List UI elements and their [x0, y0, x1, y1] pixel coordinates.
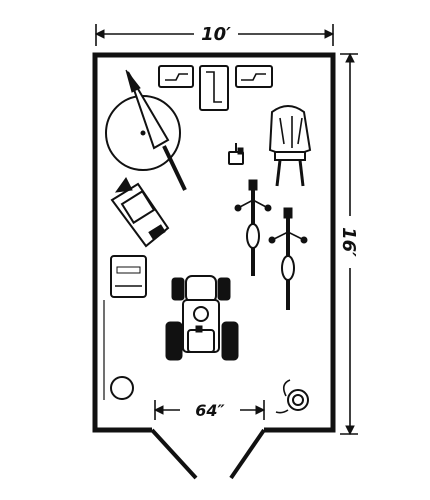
garden-tractor-icon	[165, 275, 239, 361]
bucket-icon	[110, 376, 134, 400]
wheelbarrow-icon	[110, 177, 170, 248]
hose-reel-icon	[275, 379, 309, 414]
storage-bin-icon	[110, 255, 147, 298]
width-dimension: 10′	[94, 24, 335, 46]
shelf-bracket-icon	[158, 65, 273, 111]
depth-dimension: 16′	[338, 52, 359, 436]
umbrella-icon	[105, 69, 187, 191]
leaf-blower-icon	[228, 143, 244, 165]
width-label: 10′	[201, 24, 231, 45]
door-width-label: 64″	[195, 401, 225, 420]
shed-door: 64″	[150, 400, 266, 480]
bicycle-icon	[268, 207, 308, 310]
snow-blower-icon	[268, 105, 312, 187]
bicycle-icon	[234, 179, 272, 276]
shed-walls	[92, 52, 336, 433]
depth-label: 16′	[338, 227, 359, 257]
